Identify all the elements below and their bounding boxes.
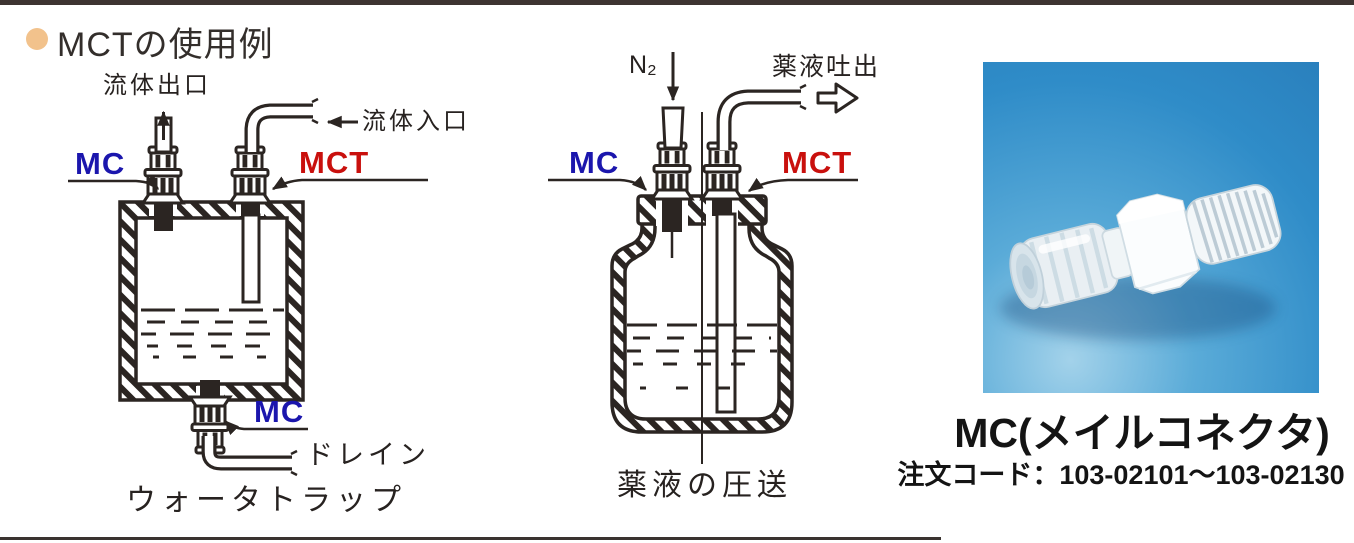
connector-body bbox=[1009, 184, 1282, 310]
mct-mid-label: MCT bbox=[782, 145, 853, 180]
pressure-feed-caption: 薬液の圧送 bbox=[617, 469, 792, 502]
drain-label: ドレイン bbox=[306, 440, 430, 470]
mc-fitting-n2 bbox=[650, 141, 694, 201]
water-trap-caption: ウォータトラップ bbox=[126, 484, 406, 517]
discharge-direction-arrow-icon bbox=[816, 82, 859, 114]
product-photo bbox=[983, 62, 1319, 393]
mc-top-label: MC bbox=[75, 146, 126, 181]
bottom-rule-line bbox=[0, 537, 941, 540]
water-trap-dip-tube bbox=[241, 213, 261, 304]
mc-mid-label: MC bbox=[569, 145, 620, 180]
mct-mid-leader bbox=[747, 177, 858, 193]
discharge-tube bbox=[716, 83, 807, 150]
mc-bottom-label: MC bbox=[254, 394, 305, 429]
mc-top-leader bbox=[68, 174, 159, 190]
bottle bbox=[610, 206, 794, 434]
product-name: MC(メイルコネクタ) bbox=[954, 410, 1330, 456]
mct-fitting-discharge bbox=[700, 141, 744, 201]
product-order-code: 注文コード：103-02101～103-02130 bbox=[897, 460, 1345, 490]
water-trap-tank bbox=[118, 200, 305, 402]
mct-fitting-top-right bbox=[228, 145, 272, 205]
mct-leader bbox=[271, 176, 428, 191]
fluid-inlet-label: 流体入口 bbox=[362, 108, 470, 135]
mc-connector-image bbox=[1000, 184, 1282, 340]
water-trap-diagram bbox=[68, 97, 428, 477]
mc-mid-leader bbox=[548, 175, 647, 191]
n2-label: N₂ bbox=[629, 51, 657, 79]
bottle-liquid bbox=[627, 323, 777, 390]
chemical-discharge-label: 薬液吐出 bbox=[772, 53, 881, 81]
drain-tube bbox=[201, 436, 298, 477]
fluid-outlet-label: 流体出口 bbox=[103, 72, 211, 99]
section-title: MCTの使用例 bbox=[57, 26, 274, 64]
pressure-feed-diagram bbox=[548, 52, 859, 464]
mc-fitting-top-left bbox=[141, 145, 185, 205]
section-bullet-icon bbox=[26, 28, 48, 50]
mc-bottom-leader bbox=[224, 420, 308, 436]
water-trap-liquid bbox=[141, 308, 284, 359]
mct-label: MCT bbox=[299, 145, 370, 180]
bottle-dip-tube bbox=[715, 212, 737, 414]
fluid-inlet-tube bbox=[244, 97, 319, 152]
top-rule-bar bbox=[0, 0, 1354, 5]
